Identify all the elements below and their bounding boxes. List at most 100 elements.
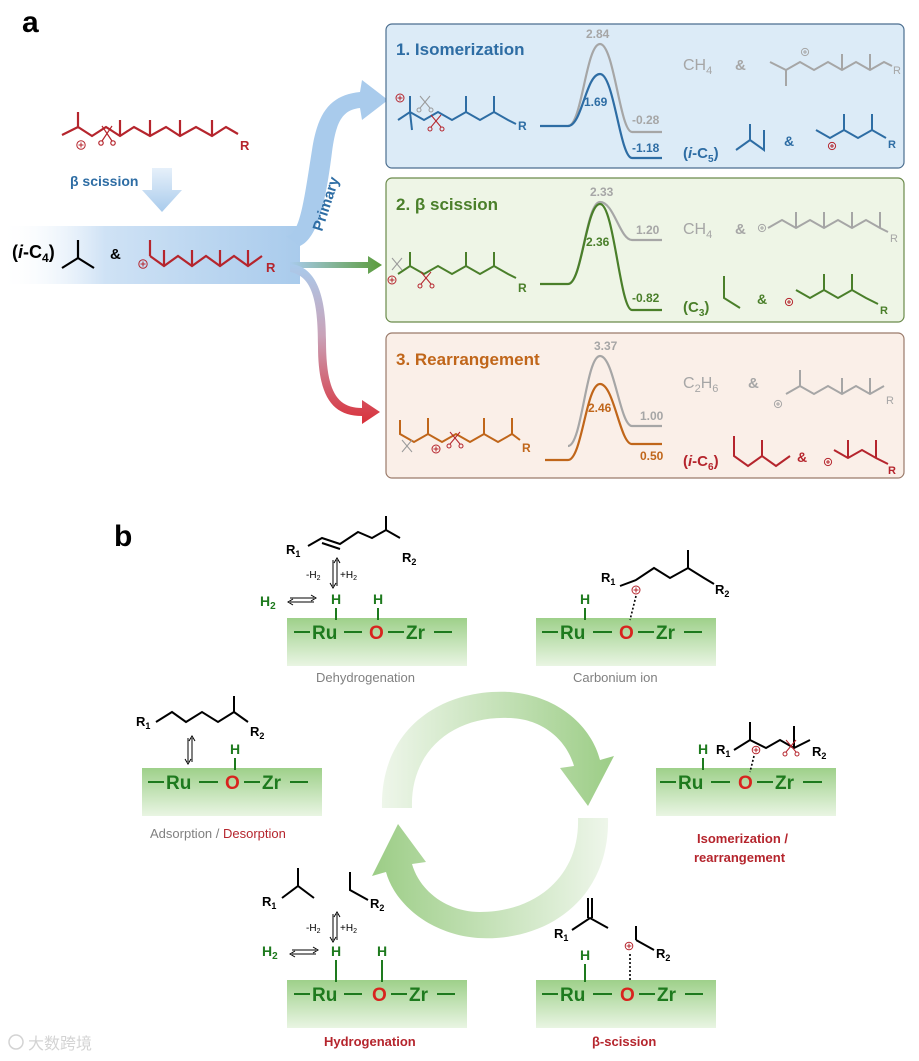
surface-isomerization: R1 R2 H Ru O Zr Isomerization / rearrang… [656,722,836,865]
surface-dehydrogenation: R1 R2 -H2 +H2 H2 H H Ru O Zr Dehydrogena… [260,516,467,685]
box2-gray-amp: & [735,221,746,238]
charge-icon [827,141,837,151]
profile-gray [567,42,662,134]
caption-adsorption: Adsorption / Desorption [150,826,286,841]
caption-carbonium: Carbonium ion [573,670,658,685]
down-arrow [142,168,182,212]
o-label: O [619,623,634,644]
scissors-icon [416,95,434,113]
r2-label: R2 [402,550,416,567]
panel-b-label: b [114,520,132,553]
profile-gray [567,354,662,448]
charge-icon [823,457,833,467]
box-beta-scission: 2. β scission R 2.33 2.36 1.20 -0.82 CH4… [385,177,905,323]
box1-barrier-col: 1.69 [584,95,608,109]
primary-arrow [286,80,388,246]
o-label: O [225,773,240,794]
box2-amp: & [757,291,767,307]
h-label: H [580,947,590,963]
box3-end-gray: 1.00 [640,409,664,423]
rearrangement-arrow [290,264,380,424]
charge-icon [395,93,405,103]
o-label: O [738,773,753,794]
box3-product-label: (i-C6) [683,453,719,473]
box1-amp: & [784,133,794,149]
band-r-label: R [266,260,276,275]
caption-isomerization-1: Isomerization / [697,831,788,846]
r2-label: R2 [656,946,670,963]
charge-icon [784,297,794,307]
box3-r-label: R [522,441,531,455]
equilibrium-arrow-icon [329,557,341,589]
plus-h2-label: +H2 [340,570,357,582]
ru-label: Ru [560,623,585,644]
scissors-icon [98,125,116,146]
r1-label: R1 [601,570,615,587]
caption-beta-scission: β-scission [592,1034,656,1049]
box2-gray-product: CH4 [683,221,712,241]
surface-beta-scission: R1 R2 H Ru O Zr β-scission [536,898,716,1049]
box2-prod-r: R [880,305,888,317]
start-molecule [61,112,239,138]
watermark-text: 大数跨境 [28,1034,92,1053]
box1-prod-r: R [888,139,896,151]
box-isomerization: 1. Isomerization R 2.84 1.69 -0.28 [385,23,905,169]
zr-label: Zr [409,985,429,1006]
box3-gray-product: C2H6 [683,375,718,395]
h2-label: H2 [260,593,276,612]
panel-a-label: a [22,6,39,39]
beta-scission-arrow [290,256,382,274]
charge-icon [631,585,641,595]
minus-h2-label: -H2 [306,923,321,935]
h-label: H [230,741,240,757]
scissors-icon [417,271,435,289]
r1-label: R1 [716,742,730,759]
box3-barrier-col: 2.46 [588,401,612,415]
box2-barrier-col: 2.36 [586,235,610,249]
equilibrium-arrow-icon [329,911,341,943]
r1-label: R1 [262,894,276,911]
r2-label: R2 [370,896,384,913]
o-label: O [620,985,635,1006]
r2-label: R2 [250,724,264,741]
beta-scission-label: β scission [70,173,138,189]
r2-label: R2 [715,582,729,599]
box2-title: 2. β scission [396,195,498,214]
o-label: O [369,623,384,644]
profile-orange [545,382,662,462]
zr-label: Zr [775,773,795,794]
scissors-icon [391,257,403,271]
h-label: H [331,943,341,959]
charge-icon [751,745,761,755]
ru-label: Ru [312,985,337,1006]
minus-h2-label: -H2 [306,570,321,582]
box3-prod-r: R [888,465,896,477]
box2-end-col: -0.82 [632,291,660,305]
caption-isomerization-2: rearrangement [694,850,786,865]
charge-icon [76,140,86,150]
equilibrium-arrow-icon [287,594,317,606]
box3-amp: & [797,449,807,465]
start-r-label: R [240,138,250,153]
plus-h2-label: +H2 [340,923,357,935]
box2-r-label: R [518,281,527,295]
r2-label: R2 [812,744,826,761]
h-label: H [580,591,590,607]
box1-gray-amp: & [735,57,746,74]
equilibrium-arrow-icon [289,946,319,958]
charge-icon [138,259,148,269]
ru-label: Ru [166,773,191,794]
box3-title: 3. Rearrangement [396,350,540,369]
box3-gray-r: R [886,395,894,407]
h-label: H [698,741,708,757]
charge-icon [757,223,767,233]
amp-label: & [110,246,121,263]
box1-title: 1. Isomerization [396,40,524,59]
caption-hydrogenation: Hydrogenation [324,1034,416,1049]
carbocation-molecule [148,240,263,268]
scissors-icon [427,114,445,132]
h2-label: H2 [262,943,278,962]
box1-end-gray: -0.28 [632,113,660,127]
box3-end-col: 0.50 [640,449,664,463]
scissors-icon [782,739,800,757]
